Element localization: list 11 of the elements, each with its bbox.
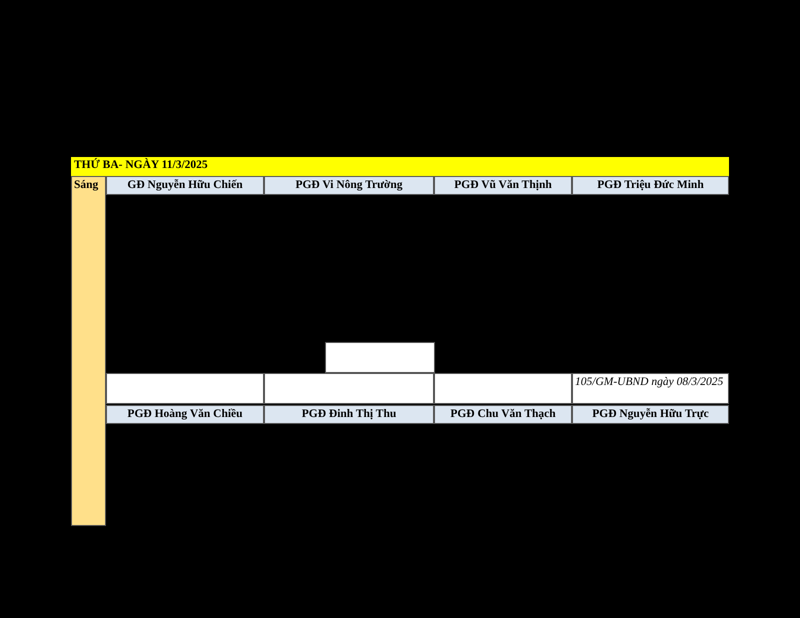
row-label: Sáng (71, 176, 106, 526)
column-header: PGĐ Hoàng Văn Chiều (106, 405, 264, 424)
table-cell: 105/GM-UBND ngày 08/3/2025 (572, 373, 729, 404)
column-header: PGĐ Triệu Đức Minh (572, 176, 729, 195)
column-header: PGĐ Vi Nông Trường (264, 176, 434, 195)
column-header: PGĐ Nguyễn Hữu Trực (572, 405, 729, 424)
column-header: PGĐ Chu Văn Thạch (434, 405, 572, 424)
column-header: PGĐ Vũ Văn Thịnh (434, 176, 572, 195)
column-header: PGĐ Đinh Thị Thu (264, 405, 434, 424)
column-header: GĐ Nguyễn Hữu Chiến (106, 176, 264, 195)
title-bar: THỨ BA- NGÀY 11/3/2025 (71, 157, 729, 176)
